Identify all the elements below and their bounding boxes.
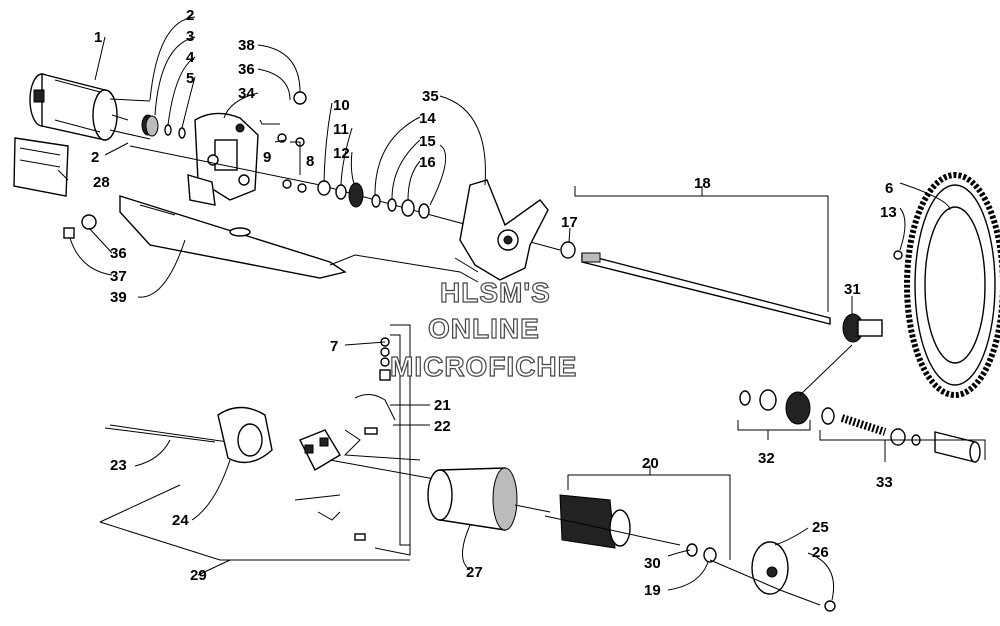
drive-shaft bbox=[581, 252, 831, 325]
brush-holder bbox=[299, 429, 341, 471]
callout-16: 16 bbox=[419, 154, 436, 171]
callout-17: 17 bbox=[561, 214, 578, 231]
callout-36b: 36 bbox=[110, 245, 127, 262]
callout-36: 36 bbox=[238, 61, 255, 78]
bendix-drive-kit bbox=[739, 389, 981, 463]
bolt bbox=[893, 250, 903, 260]
drive-gear bbox=[141, 114, 159, 137]
nut bbox=[293, 91, 307, 105]
watermark-line-2: ONLINE bbox=[428, 313, 540, 344]
washer bbox=[282, 179, 292, 189]
callout-8: 8 bbox=[306, 153, 314, 170]
washer bbox=[297, 183, 307, 193]
motor-frame bbox=[427, 467, 518, 531]
callout-14: 14 bbox=[419, 110, 436, 127]
callout-11: 11 bbox=[333, 121, 349, 138]
end-cap bbox=[217, 406, 273, 464]
bearing bbox=[560, 241, 576, 259]
watermark-line-3: MICROFICHE bbox=[390, 351, 577, 382]
callout-7: 7 bbox=[330, 338, 338, 355]
callout-35: 35 bbox=[422, 88, 439, 105]
callout-29: 29 bbox=[190, 567, 207, 584]
starter-housing bbox=[194, 112, 259, 201]
washer bbox=[81, 214, 97, 230]
callout-19: 19 bbox=[644, 582, 661, 599]
terminal-hardware bbox=[317, 337, 396, 541]
callout-31: 31 bbox=[844, 281, 861, 298]
washer bbox=[178, 127, 186, 139]
callout-23: 23 bbox=[110, 457, 127, 474]
support-bracket bbox=[459, 179, 549, 281]
callout-2b: 2 bbox=[91, 149, 99, 166]
callout-5: 5 bbox=[186, 70, 194, 87]
callout-13: 13 bbox=[880, 204, 897, 221]
callout-39: 39 bbox=[110, 289, 127, 306]
callout-10: 10 bbox=[333, 97, 350, 114]
callout-25: 25 bbox=[812, 519, 829, 536]
watermark-line-1: HLSM'S bbox=[440, 277, 551, 308]
armature bbox=[544, 494, 681, 549]
ring-gear bbox=[904, 172, 1000, 398]
mounting-plate bbox=[119, 174, 347, 279]
callout-33: 33 bbox=[876, 474, 893, 491]
callout-12: 12 bbox=[333, 145, 350, 162]
end-plate bbox=[751, 541, 789, 595]
callout-3: 3 bbox=[186, 28, 194, 45]
washer bbox=[164, 124, 172, 136]
callout-4: 4 bbox=[186, 49, 195, 66]
callout-15: 15 bbox=[419, 133, 436, 150]
washer bbox=[703, 547, 717, 563]
clutch-gear bbox=[842, 313, 883, 343]
callout-20: 20 bbox=[642, 455, 659, 472]
decal-card bbox=[13, 137, 69, 197]
washer bbox=[686, 543, 698, 557]
callout-30: 30 bbox=[644, 555, 661, 572]
callout-18: 18 bbox=[694, 175, 711, 192]
callout-37: 37 bbox=[110, 268, 127, 285]
callout-32: 32 bbox=[758, 450, 775, 467]
bolt bbox=[63, 227, 75, 239]
callout-2: 2 bbox=[186, 7, 194, 24]
callout-38: 38 bbox=[238, 37, 255, 54]
callout-28: 28 bbox=[93, 174, 110, 191]
callout-6: 6 bbox=[885, 180, 893, 197]
callout-24: 24 bbox=[172, 512, 189, 529]
starter-motor bbox=[29, 73, 151, 141]
leader-lines bbox=[57, 16, 986, 606]
callout-21: 21 bbox=[434, 397, 451, 414]
callout-26: 26 bbox=[812, 544, 829, 561]
callout-34: 34 bbox=[238, 85, 255, 102]
callout-1: 1 bbox=[94, 29, 102, 46]
gear-stack bbox=[317, 180, 430, 219]
callout-9: 9 bbox=[263, 149, 271, 166]
callout-labels: 1 2 3 4 5 2 28 38 36 34 9 8 10 11 12 35 … bbox=[91, 7, 897, 599]
callout-27: 27 bbox=[466, 564, 483, 581]
callout-22: 22 bbox=[434, 418, 451, 435]
watermark: HLSM'S ONLINE MICROFICHE bbox=[389, 276, 577, 382]
nut bbox=[824, 600, 836, 612]
